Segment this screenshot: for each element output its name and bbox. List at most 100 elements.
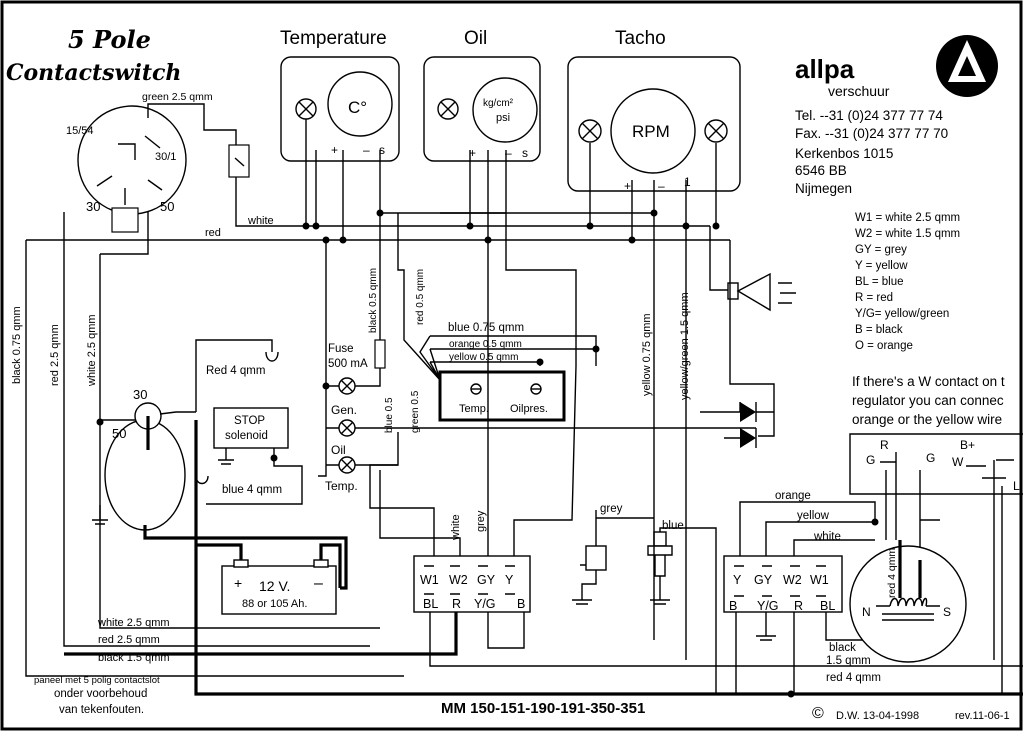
svg-text:blue 0.5: blue 0.5 <box>384 397 395 433</box>
note-line: If there's a W contact on t <box>852 374 1005 389</box>
junction-dots <box>96 209 879 698</box>
svg-text:green 2.5 qmm: green 2.5 qmm <box>142 91 213 103</box>
svg-text:van tekenfouten.: van tekenfouten. <box>59 704 144 716</box>
tacho-title: Tacho <box>615 28 666 49</box>
svg-text:red 4 qmm: red 4 qmm <box>886 548 898 598</box>
connector-pin: BL <box>820 599 835 613</box>
connector-pin: W1 <box>420 573 439 587</box>
svg-text:red 0.5 qmm: red 0.5 qmm <box>415 269 426 325</box>
svg-text:white: white <box>247 215 274 227</box>
svg-text:12 V.: 12 V. <box>259 578 290 594</box>
legend-item: Y/G= yellow/green <box>855 308 949 320</box>
svg-text:N: N <box>862 605 871 619</box>
svg-text:red 2.5 qmm: red 2.5 qmm <box>98 634 160 646</box>
svg-text:15/54: 15/54 <box>66 125 94 137</box>
battery: + 12 V. – 88 or 105 Ah. <box>221 559 337 615</box>
temperature-title: Temperature <box>280 28 387 49</box>
svg-text:black 0.5 qmm: black 0.5 qmm <box>368 268 379 333</box>
starter-motor: 30 50 <box>92 387 348 590</box>
svg-text:black 1.5 qmm: black 1.5 qmm <box>98 652 170 664</box>
svg-text:kg/cm²: kg/cm² <box>483 98 514 109</box>
svg-text:Tel. --31 (0)24 377 77 74: Tel. --31 (0)24 377 77 74 <box>795 108 943 123</box>
svg-text:white 2.5 qmm: white 2.5 qmm <box>86 314 98 387</box>
svg-text:Oil: Oil <box>331 443 346 457</box>
svg-text:+: + <box>234 575 242 591</box>
tacho-gauge: Tacho RPM + – 1 <box>567 28 741 193</box>
svg-text:STOP: STOP <box>234 415 265 427</box>
connector-mm150: W1 W2 GY Y BL R Y/G B <box>413 555 531 613</box>
note-line: orange or the yellow wire <box>852 412 1002 427</box>
svg-text:+: + <box>624 179 631 193</box>
svg-text:yellow/green 1.5 qmm: yellow/green 1.5 qmm <box>679 292 691 400</box>
fuse-icon <box>374 339 386 369</box>
svg-text:R: R <box>880 438 889 452</box>
svg-text:–: – <box>314 575 323 592</box>
legend-item: B = black <box>855 324 903 336</box>
legend-item: O = orange <box>855 340 913 352</box>
title-line1: 5 Pole <box>68 25 151 54</box>
legend-item: R = red <box>855 292 893 304</box>
svg-text:orange: orange <box>775 490 811 502</box>
connector-pin: GY <box>754 573 773 587</box>
svg-text:Oilpres.: Oilpres. <box>510 403 548 415</box>
warning-unit <box>438 370 566 422</box>
svg-text:red 2.5 qmm: red 2.5 qmm <box>49 324 61 386</box>
svg-text:30: 30 <box>86 199 100 214</box>
diode-icon <box>700 402 774 448</box>
model-numbers: MM 150-151-190-191-350-351 <box>441 700 645 717</box>
connector-pin: R <box>794 599 803 613</box>
oil-pressure-sensor-icon <box>572 532 607 605</box>
horn-icon <box>727 272 796 312</box>
svg-text:+: + <box>331 143 338 157</box>
svg-text:white: white <box>450 514 462 541</box>
svg-text:red 4 qmm: red 4 qmm <box>826 672 881 684</box>
svg-text:Gen.: Gen. <box>331 403 357 417</box>
connector-pin: W1 <box>810 573 829 587</box>
voltage-regulator: G R G B+ W L <box>849 433 1023 694</box>
ground-icon <box>92 505 108 525</box>
svg-text:Temp.: Temp. <box>325 479 358 493</box>
svg-text:L: L <box>1013 479 1020 493</box>
svg-text:G: G <box>926 451 935 465</box>
temperature-unit: C° <box>348 98 367 117</box>
legend-item: GY = grey <box>855 244 907 256</box>
oil-gauge: Oil kg/cm² psi + – s <box>423 28 541 162</box>
svg-text:50: 50 <box>112 426 126 441</box>
svg-text:red: red <box>205 227 221 239</box>
note-line: regulator you can connec <box>852 393 1004 408</box>
svg-text:©: © <box>812 705 824 722</box>
svg-text:psi: psi <box>496 112 510 124</box>
svg-text:s: s <box>379 143 385 157</box>
svg-text:D.W. 13-04-1998: D.W. 13-04-1998 <box>836 710 919 722</box>
temperature-gauge: Temperature C° + – s <box>280 28 400 162</box>
svg-text:blue 4 qmm: blue 4 qmm <box>222 484 282 496</box>
svg-text:orange 0.5 qmm: orange 0.5 qmm <box>449 339 522 350</box>
connector-pin: Y/G <box>757 599 779 613</box>
svg-text:–: – <box>658 179 665 193</box>
connector-pin: BL <box>423 597 438 611</box>
svg-text:W: W <box>952 455 964 469</box>
svg-text:Fuse: Fuse <box>328 343 354 355</box>
svg-text:green 0.5: green 0.5 <box>410 390 421 433</box>
svg-text:yellow: yellow <box>797 510 830 522</box>
svg-text:+: + <box>469 146 476 160</box>
company-name: allpa <box>795 54 855 84</box>
svg-text:blue 0.75 qmm: blue 0.75 qmm <box>448 322 524 334</box>
legend-item: Y = yellow <box>855 260 908 272</box>
svg-text:–: – <box>363 143 370 157</box>
svg-text:Fax. --31 (0)24 377 77 70: Fax. --31 (0)24 377 77 70 <box>795 126 948 141</box>
svg-text:Nijmegen: Nijmegen <box>795 181 852 196</box>
svg-text:Kerkenbos 1015: Kerkenbos 1015 <box>795 146 893 161</box>
connector-pin: W2 <box>449 573 468 587</box>
svg-text:white: white <box>813 531 841 543</box>
connector-pin: Y <box>505 573 514 587</box>
svg-text:6546 BB: 6546 BB <box>795 163 847 178</box>
svg-text:grey: grey <box>475 510 487 532</box>
legend-item: W2 = white 1.5 qmm <box>855 228 960 240</box>
svg-text:1: 1 <box>684 175 691 189</box>
svg-text:30: 30 <box>133 387 147 402</box>
svg-text:50: 50 <box>160 199 174 214</box>
tacho-unit: RPM <box>632 122 670 141</box>
